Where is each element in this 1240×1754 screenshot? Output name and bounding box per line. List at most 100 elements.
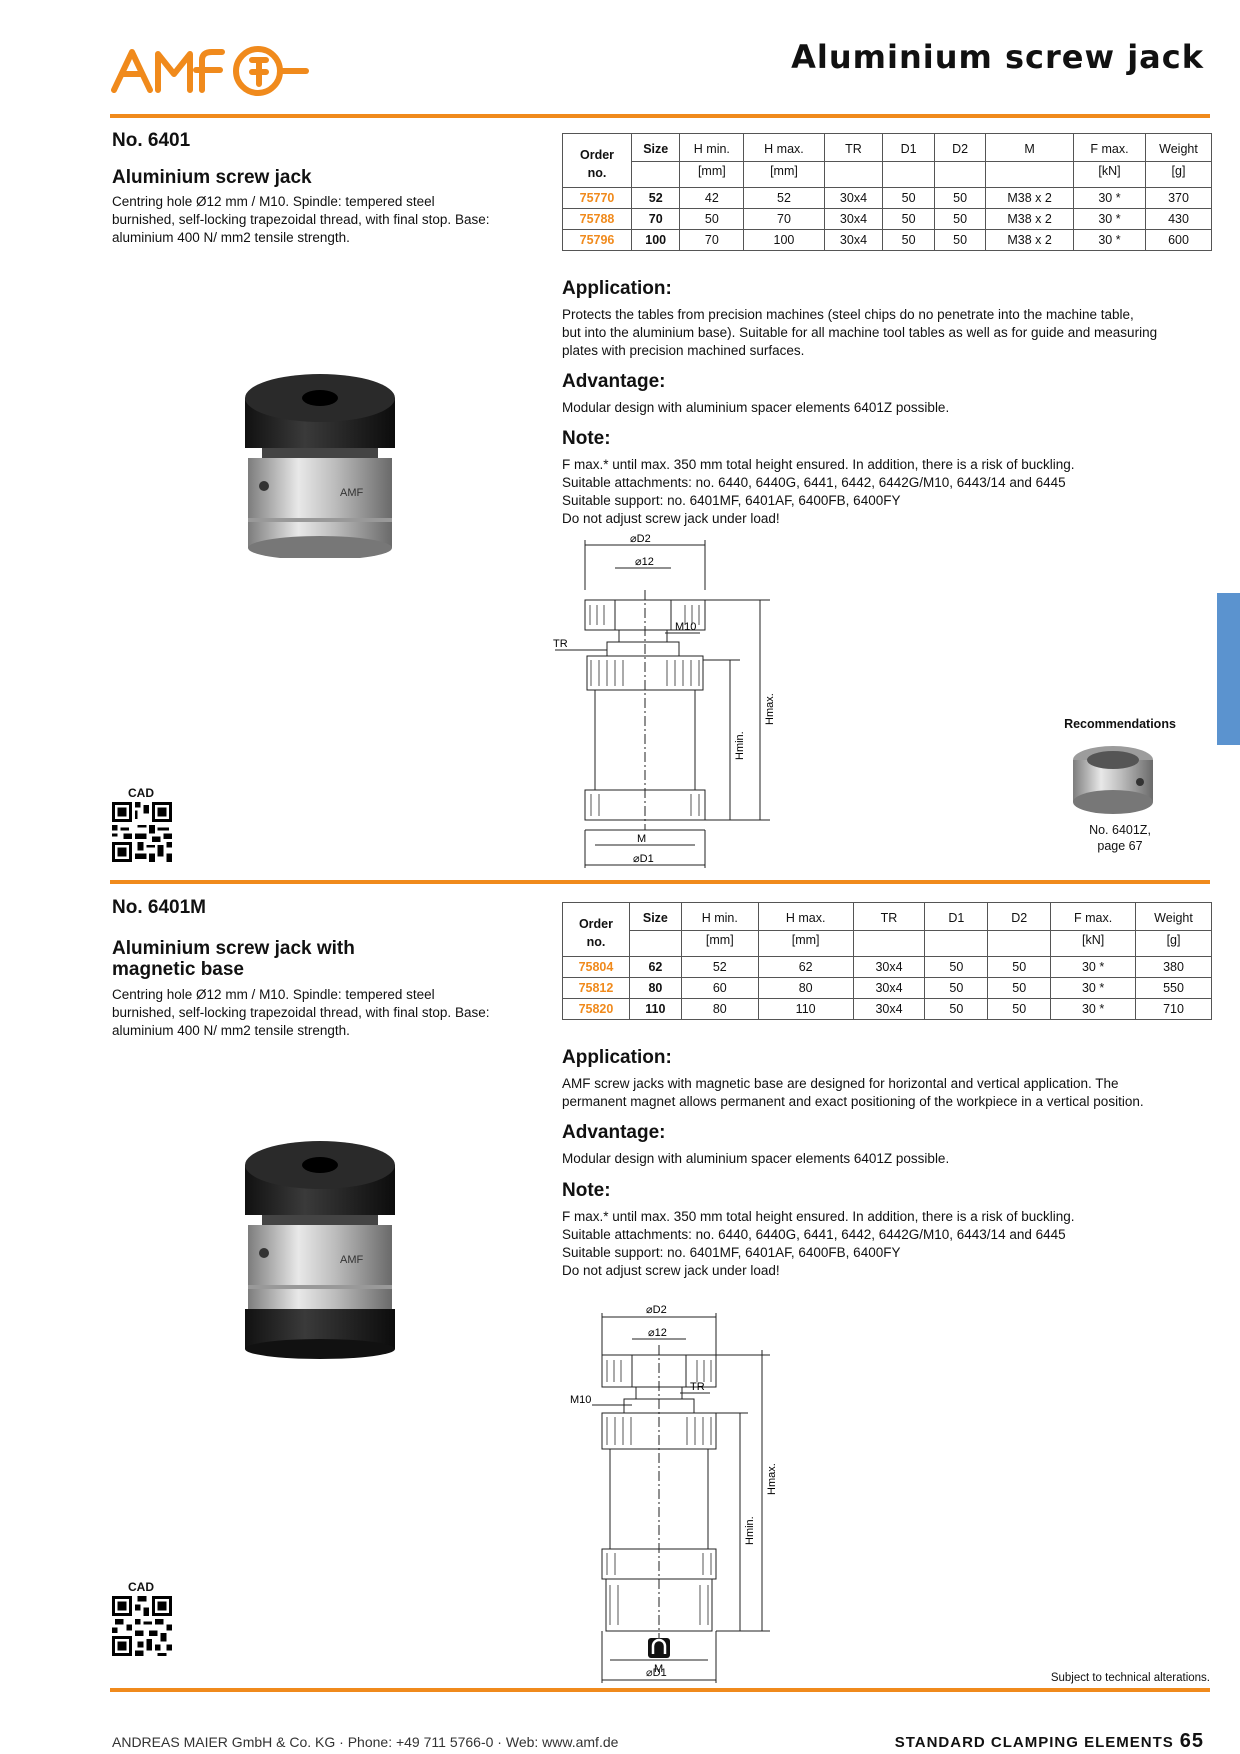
unit-kn: [kN]: [1072, 161, 1147, 188]
section2-application-text: AMF screw jacks with magnetic base are d…: [562, 1076, 1144, 1109]
table-cell: 80: [680, 998, 759, 1020]
order-number-link[interactable]: 75796: [561, 229, 633, 251]
table-cell: 30x4: [852, 956, 926, 978]
chapter-name: STANDARD CLAMPING ELEMENTS: [894, 1734, 1174, 1751]
col-size: Size: [628, 902, 682, 931]
section1-note-title: Note:: [562, 428, 611, 449]
unit-g: [g]: [1135, 930, 1212, 957]
col-hmax: H max.: [743, 133, 825, 162]
table-cell: 52: [631, 187, 681, 209]
chapter-tab: [1217, 593, 1240, 745]
footer-company: ANDREAS MAIER GmbH & Co. KG · Phone: +49…: [112, 1734, 619, 1750]
section2-advantage-text: Modular design with aluminium spacer ele…: [562, 1151, 950, 1166]
section2-description: Centring hole Ø12 mm / M10. Spindle: tem…: [112, 987, 490, 1038]
table-cell: 50: [882, 187, 935, 209]
col-hmax: H max.: [757, 902, 854, 931]
table-cell: 70: [679, 229, 745, 251]
table-cell: 52: [680, 956, 759, 978]
label-d1: ⌀D1: [646, 1667, 667, 1679]
label-tr: TR: [690, 1381, 705, 1393]
cad-qr-code[interactable]: [112, 802, 172, 862]
recommendations-title: Recommendations: [1064, 717, 1176, 731]
section-divider: [110, 880, 1210, 884]
unit-mm: [mm]: [680, 930, 759, 957]
footer-rule: [110, 1688, 1210, 1692]
table-cell: 430: [1145, 208, 1212, 230]
col-size: Size: [631, 133, 681, 162]
table-cell: 30 *: [1050, 977, 1137, 999]
label-tr: TR: [553, 638, 568, 650]
unit-g: [g]: [1145, 161, 1212, 188]
order-number-link[interactable]: 75804: [562, 956, 630, 978]
label-m10: M10: [570, 1394, 591, 1406]
page-number: 65: [1179, 1730, 1204, 1752]
col-hmin: H min.: [679, 133, 745, 162]
table-cell: M38 x 2: [985, 229, 1074, 251]
table-cell: 52: [743, 187, 825, 209]
table-cell: 50: [882, 229, 935, 251]
cad-qr-code[interactable]: [112, 1596, 172, 1656]
table-cell: 30 *: [1072, 187, 1147, 209]
col-fmax: F max.: [1050, 902, 1137, 931]
section1-description: Centring hole Ø12 mm / M10. Spindle: tem…: [112, 194, 490, 245]
cad-label: CAD: [128, 786, 154, 800]
table-cell: 370: [1145, 187, 1212, 209]
section1-advantage-title: Advantage:: [562, 371, 666, 392]
section1-note-text: F max.* until max. 350 mm total height e…: [562, 457, 1075, 526]
col-tr: TR: [823, 133, 884, 162]
section1-technical-drawing: ⌀D2 ⌀12 M10 TR M ⌀D1 Hmin. Hmax.: [553, 533, 776, 868]
unit-mm: [mm]: [679, 161, 745, 188]
section1-advantage-text: Modular design with aluminium spacer ele…: [562, 400, 950, 415]
cad-label: CAD: [128, 1580, 154, 1594]
label-d2: ⌀D2: [630, 533, 651, 545]
table-cell: 100: [743, 229, 825, 251]
table-cell: 50: [924, 956, 989, 978]
table-cell: 380: [1135, 956, 1212, 978]
table-cell: 30x4: [823, 187, 884, 209]
table-cell: 30 *: [1072, 229, 1147, 251]
col-d1: D1: [882, 133, 935, 162]
table-cell: 30 *: [1050, 956, 1137, 978]
label-hmin: Hmin.: [734, 731, 746, 760]
section2-number: No. 6401M: [112, 897, 206, 918]
unit-mm: [mm]: [743, 161, 825, 188]
order-number-link[interactable]: 75812: [562, 977, 630, 999]
order-number-link[interactable]: 75788: [561, 208, 633, 230]
col-weight: Weight: [1145, 133, 1212, 162]
spacer-element-photo: [1073, 746, 1153, 814]
section2-application-title: Application:: [562, 1047, 672, 1068]
table-cell: 550: [1135, 977, 1212, 999]
table-cell: 30 *: [1072, 208, 1147, 230]
table-cell: 30 *: [1050, 998, 1137, 1020]
label-d2: ⌀D2: [646, 1304, 667, 1316]
label-d12: ⌀12: [635, 556, 654, 568]
table-cell: 30x4: [852, 998, 926, 1020]
table-cell: 50: [987, 977, 1052, 999]
col-d1: D1: [924, 902, 989, 931]
screw-jack-photo: AMF: [245, 374, 395, 558]
table-cell: 100: [631, 229, 681, 251]
subject-note: Subject to technical alterations.: [1050, 1672, 1210, 1684]
order-number-link[interactable]: 75770: [561, 187, 633, 209]
section2-advantage-title: Advantage:: [562, 1122, 666, 1143]
unit-mm: [mm]: [757, 930, 854, 957]
table-cell: 110: [628, 998, 682, 1020]
order-number-link[interactable]: 75820: [562, 998, 630, 1020]
table-cell: 50: [924, 998, 989, 1020]
table-cell: 50: [933, 187, 987, 209]
section2-note-title: Note:: [562, 1180, 611, 1201]
label-hmin: Hmin.: [744, 1516, 756, 1545]
table-cell: 50: [933, 229, 987, 251]
table-cell: 50: [924, 977, 989, 999]
unit-kn: [kN]: [1050, 930, 1137, 957]
amf-logo: [111, 46, 309, 96]
svg-text:AMF: AMF: [340, 487, 364, 499]
label-m: M: [654, 1663, 663, 1675]
label-m: M: [637, 833, 646, 845]
